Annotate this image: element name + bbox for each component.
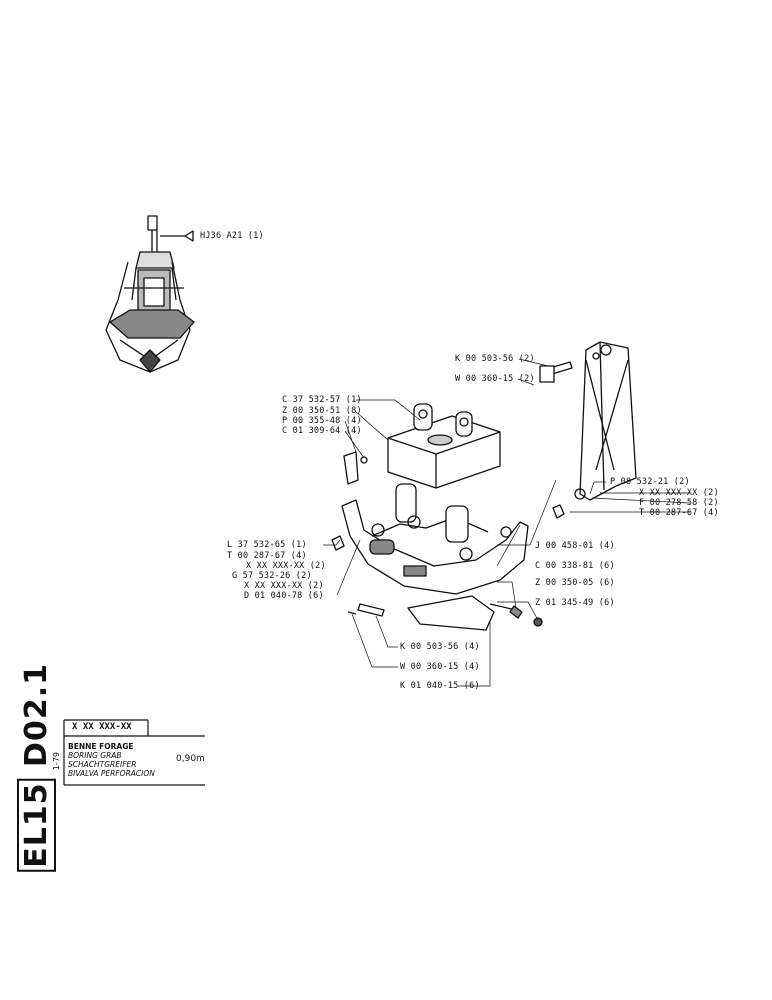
label-hj36: HJ36 A21 (1) (200, 231, 264, 241)
label-l37: L 37 532-65 (1) (227, 540, 307, 550)
label-t287-right: T 00 287-67 (4) (639, 508, 719, 518)
label-k503-bottom: K 00 503-56 (4) (400, 642, 480, 652)
label-z01-345: Z 01 345-49 (6) (535, 598, 615, 608)
drawing-date: 1-79 (52, 752, 61, 771)
title-block-size: 0,90m (176, 754, 205, 764)
label-c338: C 00 338-81 (6) (535, 561, 615, 571)
label-c37: C 37 532-57 (1) (282, 395, 362, 405)
drawing-code-part1: EL15 (17, 778, 56, 872)
drawing-code-part2: D02 (19, 697, 54, 767)
grab-overview-illustration (105, 215, 195, 373)
tooth-part (407, 595, 495, 631)
title-line-de: SCHACHTGREIFER (68, 760, 137, 769)
title-line-en: BORING GRAB (68, 751, 122, 760)
label-k01-040: K 01 040-15 (6) (400, 681, 480, 691)
title-line-es: BIVALVA PERFORACION (68, 769, 155, 778)
title-block-code: X XX XXX-XX (72, 722, 132, 732)
arrow-icon (184, 230, 194, 242)
label-xx-right: X XX XXX-XX (2) (639, 488, 719, 498)
label-d01: D 01 040-78 (6) (244, 591, 324, 601)
label-j00: J 00 458-01 (4) (535, 541, 615, 551)
label-p08: P 08 532-21 (2) (610, 477, 690, 487)
label-z350-05: Z 00 350-05 (6) (535, 578, 615, 588)
label-xx-left2: X XX XXX-XX (2) (244, 581, 324, 591)
label-w360-bottom: W 00 360-15 (4) (400, 662, 480, 672)
label-xx-left1: X XX XXX-XX (2) (246, 561, 326, 571)
label-t287-left: T 00 287-67 (4) (227, 551, 307, 561)
title-line-fr: BENNE FORAGE (68, 742, 134, 751)
drawing-code: EL15 D02.1 (17, 663, 56, 872)
label-z350-51: Z 00 350-51 (8) (282, 406, 362, 416)
title-block-lines: BENNE FORAGE BORING GRAB SCHACHTGREIFER … (68, 742, 155, 778)
label-c01-309: C 01 309-64 (4) (282, 426, 362, 436)
upper-frame-part (343, 403, 501, 489)
arm-column-part (539, 341, 637, 519)
drawing-code-part3: 1 (19, 663, 54, 685)
label-g57: G 57 532-26 (2) (232, 571, 312, 581)
label-f278: F 00 278-58 (2) (639, 498, 719, 508)
label-k503-top: K 00 503-56 (2) (455, 354, 535, 364)
label-p355: P 00 355-48 (4) (282, 416, 362, 426)
jaw-shell-part (331, 483, 529, 595)
label-w360-top: W 00 360-15 (2) (455, 374, 535, 384)
